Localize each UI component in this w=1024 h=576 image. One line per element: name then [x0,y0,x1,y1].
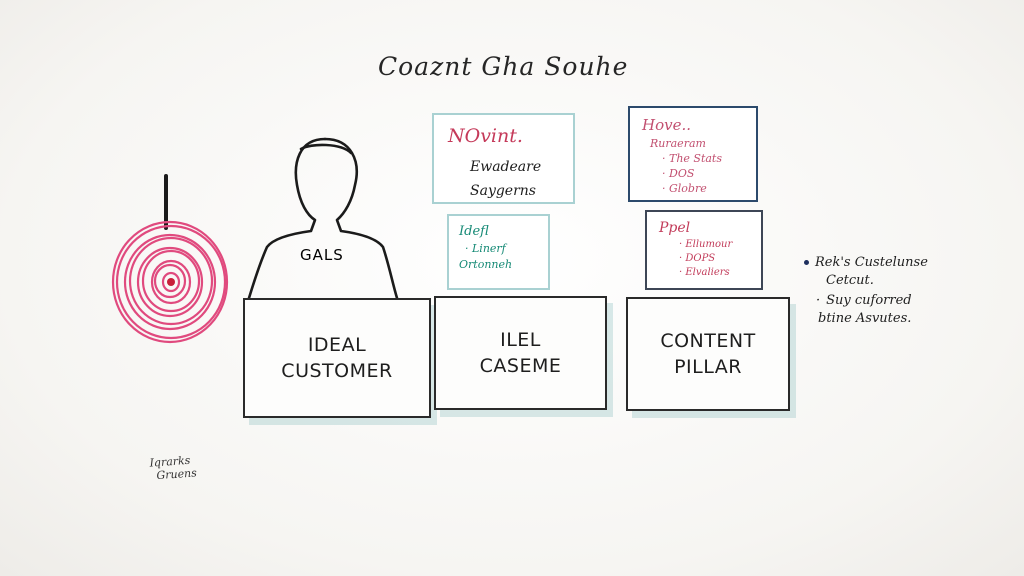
side-note-line: Rek's Custelunse [815,255,928,270]
note-line: · Elvaliers [679,267,730,278]
note-line: · Globre [662,182,707,195]
note-line: Ewadeare [470,159,542,175]
note-line: Ruraeram [650,137,706,150]
note-top-center: NOvint. Ewadeare Saygerns [432,113,575,204]
note-top-right: Hove.. Ruraeram · The Stats · DOS · Glob… [628,106,758,202]
box-line: PILLAR [674,356,742,378]
person-icon [247,137,399,300]
bullet-icon [804,260,809,265]
side-note-line: btine Asvutes. [818,311,912,326]
note-line: · Linerf [465,242,506,255]
side-note-line: Suy cuforred [826,293,912,308]
box-ideal-customer: IDEAL CUSTOMER [243,298,431,418]
side-notes: Rek's Custelunse Cetcut. ·Suy cuforred b… [804,254,928,328]
note-line: Saygerns [470,183,536,199]
note-line: · The Stats [662,152,723,165]
box-line: ILEL [500,329,541,351]
note-line: Ortonneh [459,258,513,271]
note-mid-center: Idefl · Linerf Ortonneh [447,214,550,290]
diagram-title: Coaznt Gha Souhe [378,52,629,81]
box-line: CASEME [479,355,562,377]
note-line: · DOS [662,167,695,180]
note-line: · DOPS [679,253,716,264]
box-line: CONTENT [660,330,756,352]
box-ilel-caseme: ILEL CASEME [434,296,607,410]
signature-line: Gruens [156,466,198,483]
box-line: IDEAL [307,334,367,356]
note-line: · Ellumour [679,239,733,250]
signature: Iqrarks Gruens [149,453,197,482]
box-line: CUSTOMER [281,360,393,382]
note-heading: Idefl [459,224,489,239]
note-mid-right: Ppel · Ellumour · DOPS · Elvaliers [645,210,763,290]
side-note-line: Cetcut. [826,273,874,288]
box-content-pillar: CONTENT PILLAR [626,297,790,411]
note-heading: Hove.. [642,116,691,134]
target-icon [111,174,229,344]
note-heading: NOvint. [448,125,523,147]
person-label: GALS [300,246,344,264]
note-heading: Ppel [659,220,691,236]
